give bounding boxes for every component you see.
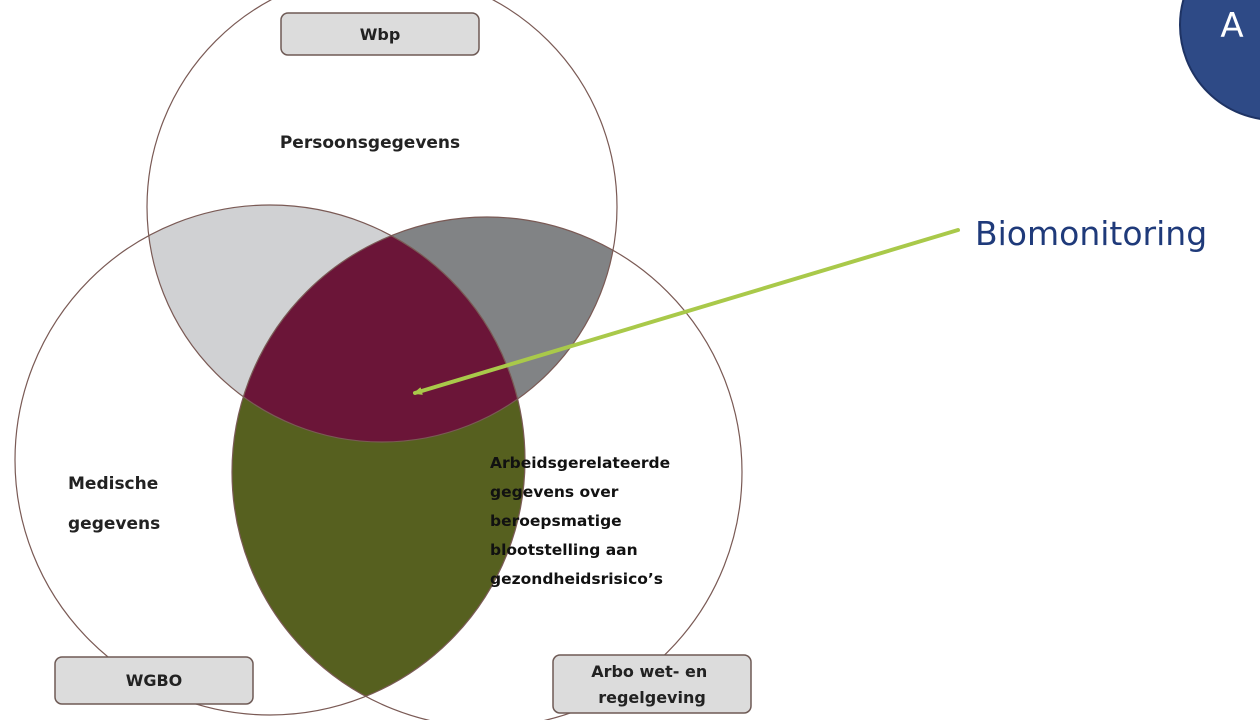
logo: A [1179,0,1260,120]
circle-arbeidsgerelateerde [231,216,743,720]
tag-arbo: Arbo wet- en regelgeving [552,654,752,714]
tag-wbp: Wbp [280,12,480,56]
callout-arrow [413,228,960,395]
circle-persoonsgegevens [146,0,618,443]
svg-text:WGBO: WGBO [126,671,183,690]
svg-text:Arbo wet- en regelgeving: Arbo wet- en regelgeving [591,662,713,707]
label-arbeidsgerelateerde: Arbeidsgerelateerde gegevens over beroep… [490,454,676,588]
callout-biomonitoring: Biomonitoring [975,214,1208,253]
overlap-center [232,217,525,442]
tag-wgbo: WGBO [54,656,254,705]
label-medische-gegevens: Medische gegevens [68,474,164,534]
svg-text:Wbp: Wbp [360,25,401,44]
circle-medische-gegevens [14,204,526,716]
logo-letter: A [1220,6,1243,46]
label-persoonsgegevens: Persoonsgegevens [280,133,460,153]
